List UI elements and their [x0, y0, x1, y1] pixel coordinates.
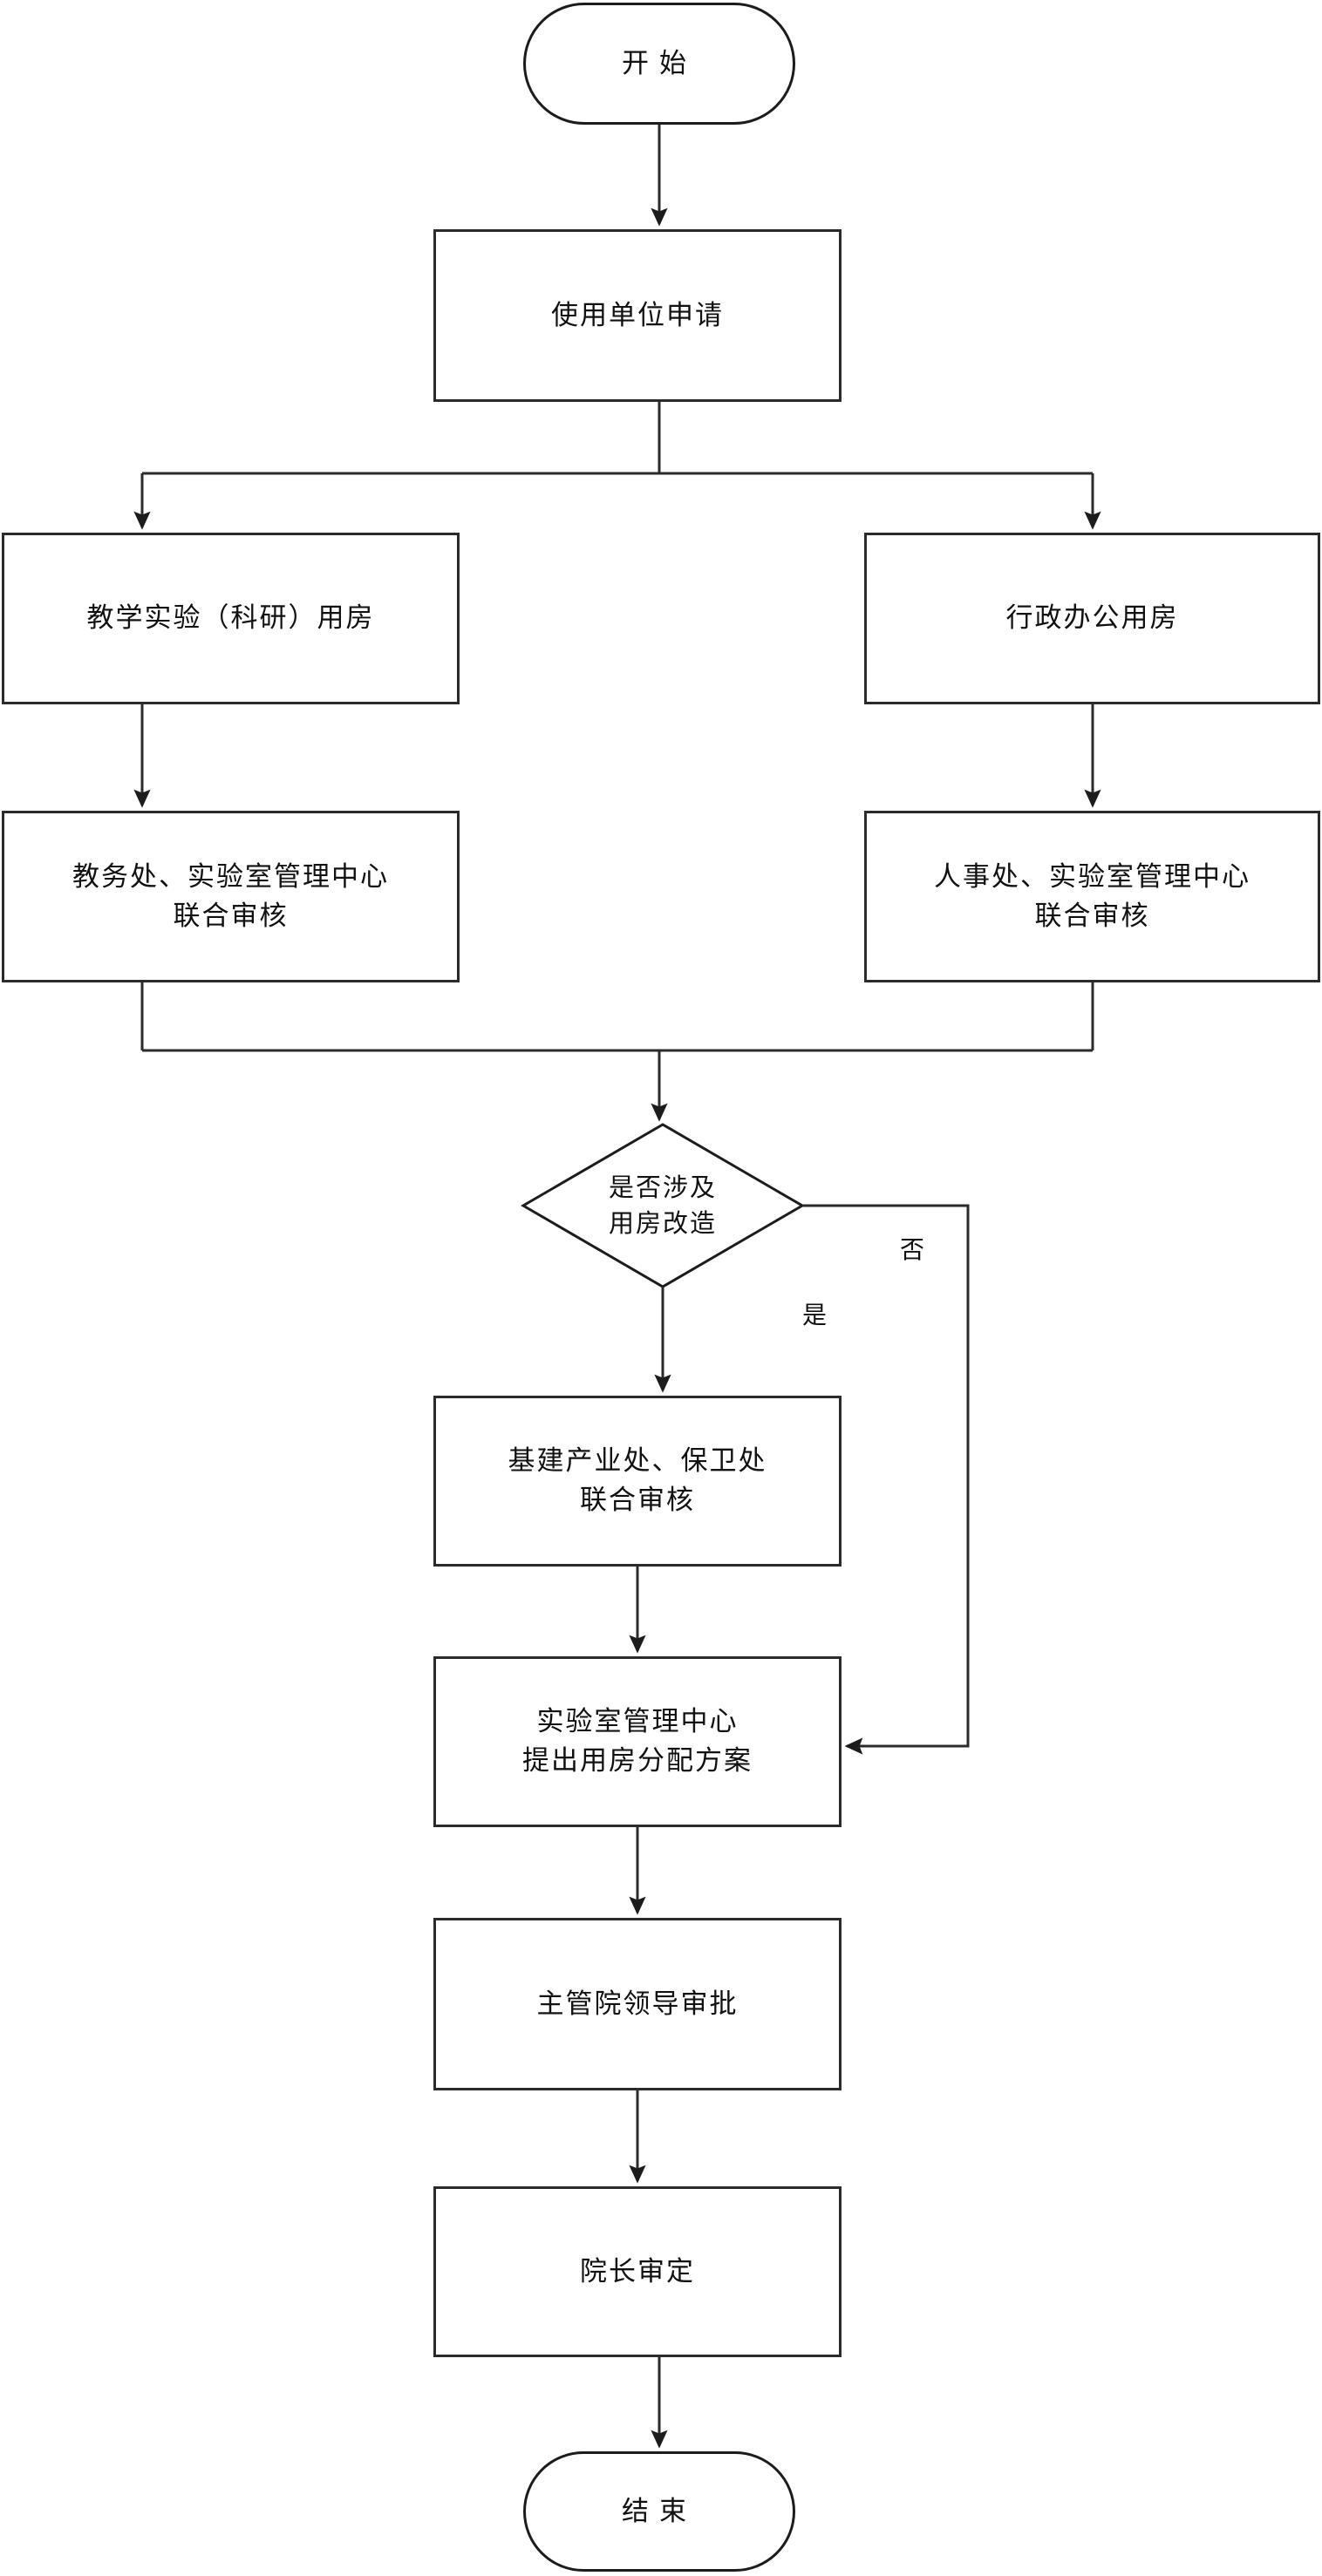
- node-teaching-review[interactable]: [2, 811, 460, 982]
- node-president-decision-shape[interactable]: [433, 2186, 842, 2357]
- edge-decision-no: [802, 1204, 970, 1755]
- node-infra-security-review-shape[interactable]: [433, 1396, 842, 1567]
- node-admin-review[interactable]: [864, 811, 1320, 982]
- node-admin-review-shape[interactable]: [864, 811, 1320, 982]
- node-vice-president-approval[interactable]: [433, 1918, 842, 2090]
- edges-layer: [133, 125, 1101, 2449]
- node-teaching-room-shape[interactable]: [2, 533, 460, 704]
- node-start[interactable]: [523, 3, 795, 125]
- node-president-decision[interactable]: [433, 2186, 842, 2357]
- node-admin-room-shape[interactable]: [864, 533, 1320, 704]
- node-end[interactable]: [523, 2451, 795, 2572]
- node-start-shape[interactable]: [523, 3, 795, 125]
- node-apply-shape[interactable]: [433, 229, 842, 402]
- node-teaching-room[interactable]: [2, 533, 460, 704]
- node-teaching-review-shape[interactable]: [2, 811, 460, 982]
- node-infra-security-review[interactable]: [433, 1396, 842, 1567]
- node-decision-renovation[interactable]: [523, 1125, 802, 1287]
- node-allocation-plan[interactable]: [433, 1656, 842, 1827]
- node-vice-president-approval-shape[interactable]: [433, 1918, 842, 2090]
- node-apply[interactable]: [433, 229, 842, 402]
- nodes-layer: [2, 3, 1320, 2572]
- node-allocation-plan-shape[interactable]: [433, 1656, 842, 1827]
- node-admin-room[interactable]: [864, 533, 1320, 704]
- node-end-shape[interactable]: [523, 2451, 795, 2572]
